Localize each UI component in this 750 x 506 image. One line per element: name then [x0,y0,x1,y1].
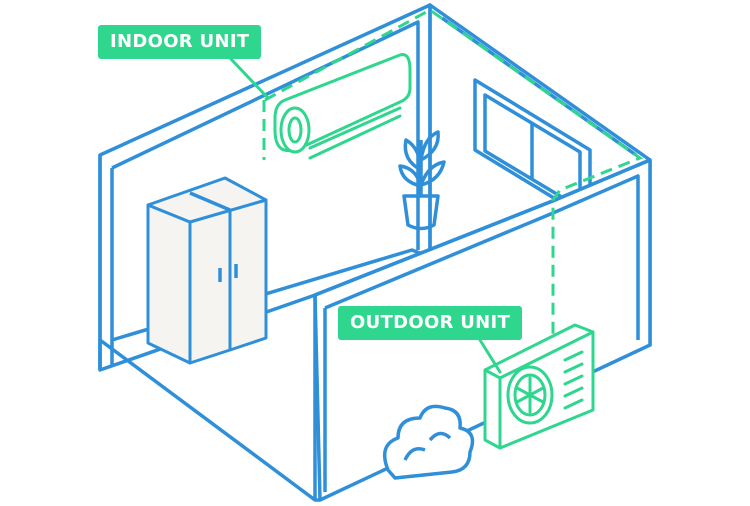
indoor-label-leader [228,56,270,100]
wardrobe-mid [188,208,232,365]
indoor-unit-vent [308,106,402,150]
left-wall-inner [111,20,420,250]
plant-leaf [419,160,446,187]
outdoor-unit [483,323,595,450]
plant [398,130,446,231]
plant-leaf [419,130,440,162]
outdoor-unit-grille [563,362,584,374]
indoor-unit-vent [308,114,402,160]
front-left-floor [98,338,320,502]
outdoor-label-leader [478,338,502,374]
wardrobe-top-seam [189,191,231,212]
indoor-unit-label: INDOOR UNIT [98,25,262,59]
fan-blades [515,376,545,414]
wardrobe-left-door [146,203,192,365]
plant-leaf [398,164,423,188]
outdoor-unit-grille [563,386,584,398]
outdoor-unit-label: OUTDOOR UNIT [338,306,523,340]
bush [382,404,475,480]
wardrobe [146,176,268,365]
front-right-inner [324,174,640,340]
plant-leaf [403,138,423,172]
outdoor-unit-grille [563,350,584,362]
outdoor-unit-grille [563,398,584,410]
indoor-unit [273,53,412,160]
refrigerant-pipe [262,8,644,352]
plant-pot [402,194,440,231]
indoor-unit-end-inner [287,116,303,144]
outdoor-unit-grille [563,374,584,386]
bush-detail [403,431,452,461]
front-right-top [314,158,651,297]
pipe-dash [264,8,644,352]
